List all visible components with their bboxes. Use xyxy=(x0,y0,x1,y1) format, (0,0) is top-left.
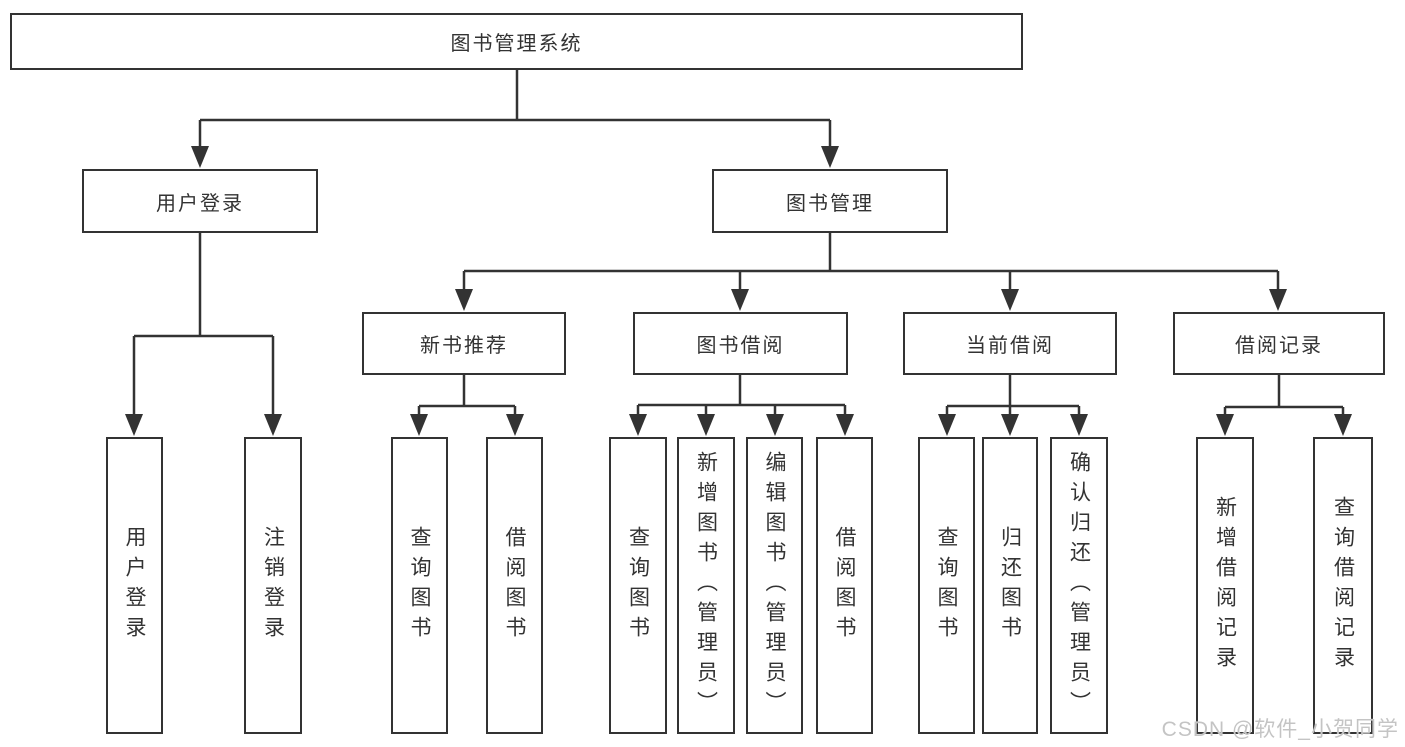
leaf-edit-books-admin: 编辑图书（管理员） xyxy=(746,437,803,734)
leaf-user-login: 用户登录 xyxy=(106,437,163,734)
leaf-add-borrow-record: 新增借阅记录 xyxy=(1196,437,1254,734)
node-book-borrowing: 图书借阅 xyxy=(633,312,848,375)
leaf-label: 查询图书 xyxy=(408,525,431,646)
leaf-label: 查询借阅记录 xyxy=(1331,495,1355,676)
leaf-label: 借阅图书 xyxy=(833,525,856,646)
leaf-label: 新增图书（管理员） xyxy=(694,450,718,721)
leaf-query-books-current: 查询图书 xyxy=(918,437,975,734)
leaf-label: 编辑图书（管理员） xyxy=(763,450,786,721)
leaf-label: 归还图书 xyxy=(998,525,1022,646)
leaf-label: 确认归还（管理员） xyxy=(1067,450,1091,721)
leaf-label: 新增借阅记录 xyxy=(1213,495,1237,676)
leaf-label: 查询图书 xyxy=(935,525,958,646)
node-new-book-recommendation: 新书推荐 xyxy=(362,312,566,375)
leaf-confirm-return-admin: 确认归还（管理员） xyxy=(1050,437,1108,734)
node-current-borrowing: 当前借阅 xyxy=(903,312,1117,375)
leaf-return-books: 归还图书 xyxy=(982,437,1038,734)
leaf-query-books-borrow: 查询图书 xyxy=(609,437,667,734)
node-library-management-system: 图书管理系统 xyxy=(10,13,1023,70)
leaf-label: 借阅图书 xyxy=(503,525,526,646)
node-user-login: 用户登录 xyxy=(82,169,318,233)
node-borrowing-records: 借阅记录 xyxy=(1173,312,1385,375)
leaf-query-books-recommend: 查询图书 xyxy=(391,437,448,734)
leaf-borrow-books: 借阅图书 xyxy=(816,437,873,734)
leaf-logout: 注销登录 xyxy=(244,437,302,734)
leaf-add-books-admin: 新增图书（管理员） xyxy=(677,437,735,734)
leaf-label: 查询图书 xyxy=(626,525,650,646)
leaf-label: 注销登录 xyxy=(261,525,285,646)
leaf-label: 用户登录 xyxy=(123,525,146,646)
leaf-borrow-books-recommend: 借阅图书 xyxy=(486,437,543,734)
node-book-management: 图书管理 xyxy=(712,169,948,233)
leaf-query-borrow-record: 查询借阅记录 xyxy=(1313,437,1373,734)
csdn-watermark: CSDN @软件_小贺同学 xyxy=(1161,718,1399,741)
arrowheads xyxy=(125,146,1352,436)
